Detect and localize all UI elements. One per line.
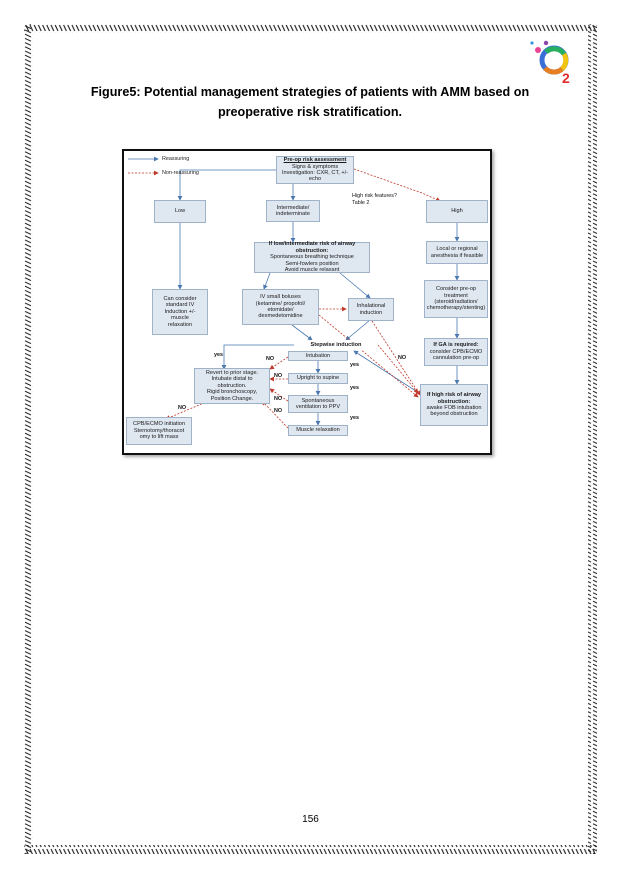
node-local-line1: Local or regional bbox=[436, 246, 478, 253]
node-revert-line4: Rigid bronchoscopy, bbox=[206, 389, 258, 396]
node-revert: Revert to prior stage. Intubate distal t… bbox=[194, 368, 270, 404]
node-cpb-ecmo: CPB/ECMO initiation Sternotomy/thoracot … bbox=[126, 417, 192, 445]
node-standard-iv-line1: Can consider bbox=[163, 295, 197, 302]
node-high-airway-line1: awake FOB intubation bbox=[426, 405, 482, 411]
node-airway-risk: If low/intermediate risk of airway obstr… bbox=[254, 241, 370, 274]
label-no-high-airway: NO bbox=[398, 355, 407, 361]
node-inhalational-line2: induction bbox=[359, 309, 383, 316]
node-muscle-label: Muscle relaxation bbox=[296, 427, 340, 434]
label-no-spontaneous: NO bbox=[274, 396, 283, 402]
node-iv-boluses-line2: (ketamine/ propofol/ bbox=[255, 300, 306, 307]
label-high-risk-features-2: Table 2 bbox=[352, 200, 370, 206]
node-local-line2: anesthesia if feasible bbox=[430, 252, 484, 259]
node-high-airway-title2: obstruction: bbox=[437, 398, 471, 405]
node-revert-line2: Intubate distal to bbox=[211, 376, 253, 383]
node-intubation: Intubation bbox=[288, 351, 348, 361]
node-spontaneous-line2: ventilation to PPV bbox=[295, 404, 341, 410]
node-upright-to-supine: Upright to supine bbox=[288, 373, 348, 384]
label-yes-upright: yes bbox=[350, 385, 359, 391]
node-inhalational-induction: Inhalational induction bbox=[348, 298, 394, 321]
node-airway-risk-line2: Semi-fowlers position bbox=[285, 260, 339, 267]
node-iv-boluses-line4: dexmedetomidine bbox=[258, 313, 303, 320]
node-high-airway-risk: If high risk of airway obstruction: awak… bbox=[420, 384, 488, 426]
node-revert-line5: Position Change. bbox=[210, 395, 254, 402]
node-low: Low bbox=[154, 200, 206, 223]
node-ga-title: If GA is required: bbox=[433, 342, 479, 349]
node-iv-boluses: IV small boluses (ketamine/ propofol/ et… bbox=[242, 289, 319, 325]
legend-reassuring-label: Reassuring bbox=[162, 156, 190, 162]
node-revert-line1: Revert to prior stage. bbox=[205, 369, 259, 376]
label-yes-intubation: yes bbox=[350, 362, 359, 368]
figure-title-line1: Figure5: Potential management strategies… bbox=[90, 85, 530, 99]
node-standard-iv-line2: standard IV bbox=[165, 302, 195, 309]
node-preop-title: Pre-op risk assessment bbox=[283, 157, 347, 164]
node-stepwise-induction: Stepwise induction bbox=[294, 340, 378, 350]
node-ga-line2: cannulation pre-op bbox=[432, 355, 480, 362]
label-no-upright: NO bbox=[274, 373, 283, 379]
figure-title-line2: preoperative risk stratification. bbox=[217, 105, 403, 119]
node-high-airway-line2: beyond obstruction bbox=[430, 411, 478, 418]
node-intubation-label: Intubation bbox=[305, 352, 331, 359]
node-cpb-line1: CPB/ECMO initiation bbox=[133, 421, 185, 428]
node-low-label: Low bbox=[174, 208, 186, 215]
label-high-risk-features-1: High risk features? bbox=[352, 193, 397, 199]
node-stepwise-title: Stepwise induction bbox=[310, 341, 362, 348]
o2-logo: 2 bbox=[530, 40, 570, 86]
flowchart-arrows bbox=[128, 156, 460, 429]
legend-non-reassuring-label: Non-reassuring bbox=[162, 170, 199, 176]
label-no-intubation: NO bbox=[266, 356, 275, 362]
node-preop-treatment-line3: (steroid/radiation/ bbox=[434, 299, 478, 305]
node-standard-iv: Can consider standard IV Induction +/- m… bbox=[152, 289, 208, 335]
node-preop-risk-assessment: Pre-op risk assessment Signs & symptoms … bbox=[276, 156, 354, 184]
node-high-label: High bbox=[451, 208, 463, 215]
node-local-anesthesia: Local or regional anesthesia if feasible bbox=[426, 241, 488, 264]
figure-title: Figure5: Potential management strategies… bbox=[60, 82, 560, 122]
node-preop-treatment-line4: chemotherapy/stenting) bbox=[426, 305, 486, 312]
label-yes-stepwise: yes bbox=[214, 352, 223, 358]
node-iv-boluses-line1: IV small boluses bbox=[260, 294, 301, 301]
node-intermediate-line2: indeterminate bbox=[276, 211, 310, 217]
node-high: High bbox=[426, 200, 488, 223]
node-preop-treatment-line1: Consider pre-op bbox=[435, 286, 477, 293]
node-inhalational-line1: Inhalational bbox=[356, 303, 386, 310]
node-standard-iv-line5: relaxation bbox=[167, 321, 193, 328]
svg-text:2: 2 bbox=[562, 70, 570, 86]
node-spontaneous-line1: Spontaneous bbox=[301, 397, 335, 404]
node-ga-required: If GA is required: consider CPB/ECMO can… bbox=[424, 338, 488, 366]
node-muscle-relaxation: Muscle relaxation bbox=[288, 425, 348, 436]
node-iv-boluses-line3: etomidate/ bbox=[267, 307, 294, 313]
page-number: 156 bbox=[302, 814, 319, 825]
node-ga-line1: consider CPB/ECMO bbox=[429, 348, 483, 355]
node-preop-treatment: Consider pre-op treatment (steroid/radia… bbox=[424, 280, 488, 318]
node-standard-iv-line3: Induction +/- bbox=[164, 308, 196, 315]
label-no-muscle: NO bbox=[274, 408, 283, 414]
label-no-revert: NO bbox=[178, 405, 187, 411]
node-preop-line1: Signs & symptoms bbox=[291, 163, 339, 170]
node-standard-iv-line4: muscle bbox=[171, 315, 189, 322]
node-preop-treatment-line2: treatment bbox=[444, 292, 468, 299]
node-intermediate: Intermediate/ indeterminate bbox=[266, 200, 320, 222]
label-yes-spontaneous: yes bbox=[350, 415, 359, 421]
node-airway-risk-line1: Spontaneous breathing technique bbox=[270, 254, 354, 261]
management-flowchart: Reassuring Non-reassuring Pre-op risk as… bbox=[122, 149, 492, 455]
node-preop-line2: Investigation: CXR, CT, +/- echo bbox=[281, 170, 349, 183]
node-airway-risk-line3: Avoid muscle relaxant bbox=[284, 267, 340, 274]
node-intermediate-line1: Intermediate/ bbox=[276, 204, 310, 211]
node-upright-label: Upright to supine bbox=[296, 375, 340, 382]
node-revert-line3: obstruction. bbox=[217, 382, 247, 389]
node-airway-risk-title: If low/intermediate risk of airway obstr… bbox=[268, 241, 356, 254]
node-spontaneous-ventilation: Spontaneous ventilation to PPV bbox=[288, 395, 348, 413]
node-cpb-line2: Sternotomy/thoracot bbox=[133, 427, 185, 434]
node-cpb-line3: omy to lift mass bbox=[139, 434, 179, 441]
node-high-airway-title: If high risk of airway bbox=[426, 392, 482, 399]
